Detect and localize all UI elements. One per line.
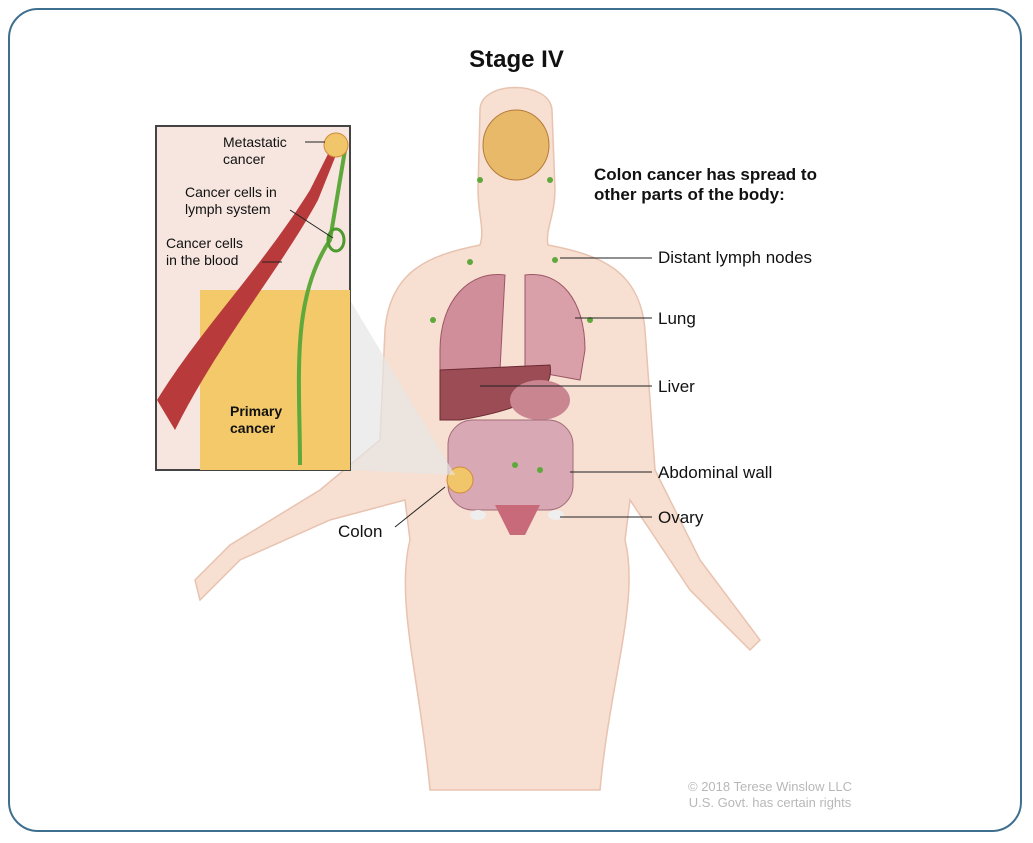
label-colon: Colon bbox=[338, 522, 383, 541]
stomach bbox=[510, 380, 570, 420]
diagram-heading: Colon cancer has spread to other parts o… bbox=[594, 165, 817, 204]
lung-left bbox=[439, 273, 506, 381]
metastatic-tumor bbox=[323, 132, 349, 158]
leader-lines bbox=[262, 141, 652, 528]
label-lymph-nodes: Distant lymph nodes bbox=[658, 248, 813, 267]
blood-vessel bbox=[157, 150, 336, 430]
diagram-frame bbox=[8, 8, 1022, 832]
page-title: Stage IV bbox=[469, 46, 564, 73]
intestines bbox=[447, 419, 574, 511]
label-abdominal-wall: Abdominal wall bbox=[658, 463, 773, 482]
label-lung: Lung bbox=[658, 309, 696, 328]
brain bbox=[482, 109, 550, 181]
inset-callout-cone bbox=[350, 300, 455, 475]
ovary-right bbox=[548, 510, 564, 520]
ovary-left bbox=[470, 510, 486, 520]
uterus bbox=[495, 505, 540, 535]
lymph-vessel bbox=[296, 149, 347, 466]
label-liver: Liver bbox=[658, 377, 695, 396]
lung-right bbox=[524, 273, 586, 381]
lymph-node bbox=[326, 227, 346, 253]
label-ovary: Ovary bbox=[658, 508, 704, 527]
